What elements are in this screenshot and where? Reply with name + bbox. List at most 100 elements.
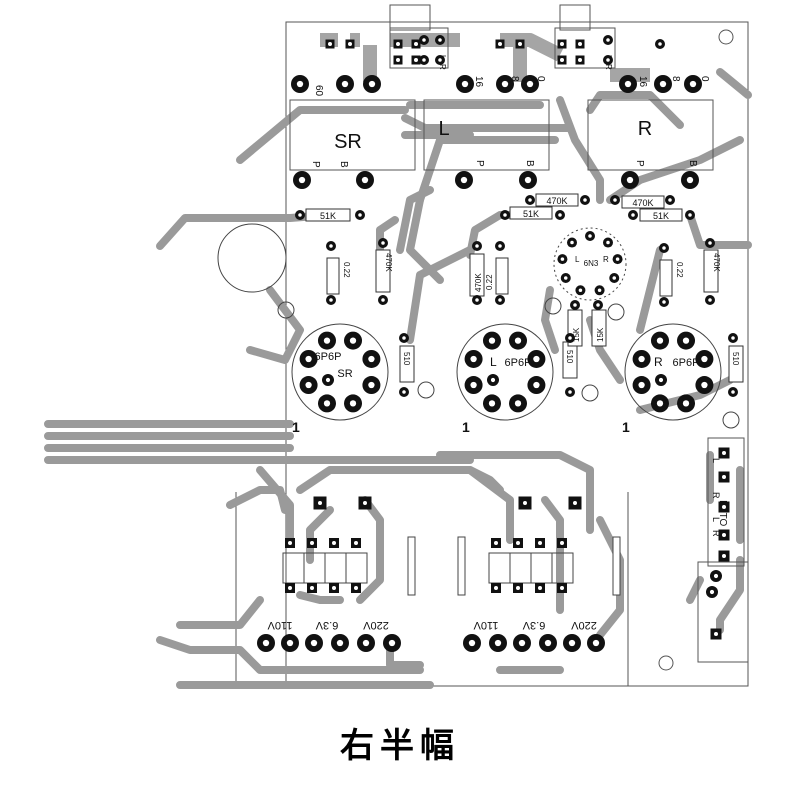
tube-inner-pad-hole bbox=[490, 377, 496, 383]
power-tube-l-pin1: 1 bbox=[462, 419, 470, 435]
power-tube-sr-label: 6P6P bbox=[315, 351, 342, 363]
tap-63v-right: 6.3V bbox=[522, 619, 545, 631]
res-470k-lv: 470K bbox=[474, 273, 483, 292]
transformer-tap-pad-hole bbox=[362, 639, 370, 647]
power-square-pad-hole bbox=[523, 501, 527, 505]
power-tube-sr-pin1: 1 bbox=[292, 419, 300, 435]
driver-tube-6n3: 6N3 L R bbox=[553, 227, 627, 301]
tap-110v-right: 110V bbox=[473, 619, 499, 631]
res-510-r: 510 bbox=[731, 352, 740, 366]
l-tap-16: 16 bbox=[473, 76, 484, 88]
power-taps-left: 110V 6.3V 220V bbox=[267, 619, 389, 631]
driver-pin-hole bbox=[578, 288, 583, 293]
capacitors bbox=[217, 223, 740, 429]
sr-tap-60: 60 bbox=[313, 85, 324, 97]
input-r-bottom: R bbox=[711, 530, 721, 537]
power-tube-l-tag: L bbox=[490, 355, 497, 369]
transformer-pad-hole bbox=[501, 80, 509, 88]
jack-round-pad-hole bbox=[606, 38, 610, 42]
input-r-top: R bbox=[711, 492, 721, 499]
rectifier-pad-hole bbox=[560, 541, 564, 545]
component-pad-hole bbox=[583, 198, 587, 202]
cap-022-sr: 0.22 bbox=[342, 262, 351, 278]
tube-pin-hole bbox=[349, 337, 357, 344]
jack-pad-hole bbox=[578, 58, 582, 62]
res-15k-a: 15K bbox=[572, 327, 581, 342]
tube-pin-hole bbox=[305, 381, 312, 389]
component-pad-hole bbox=[573, 303, 577, 307]
jack-pad-hole bbox=[578, 42, 582, 46]
component-pad-hole bbox=[329, 298, 333, 302]
tube-pin-hole bbox=[368, 355, 375, 363]
rectifier-pad-hole bbox=[494, 586, 498, 590]
copper-traces bbox=[44, 68, 752, 689]
transformer-pad-hole bbox=[296, 80, 304, 88]
l-pin-p: P bbox=[474, 160, 485, 167]
tube-pin-hole bbox=[323, 400, 331, 407]
tube-pin-hole bbox=[470, 381, 477, 389]
tube-pin-hole bbox=[533, 381, 540, 389]
cap-022-l: 0.22 bbox=[485, 274, 494, 290]
res-51k-r: 51K bbox=[653, 211, 669, 221]
rectifier-pad-hole bbox=[288, 541, 292, 545]
component-pad-hole bbox=[708, 241, 712, 245]
rectifier-pad-hole bbox=[354, 586, 358, 590]
jack-round-pad-hole bbox=[438, 58, 442, 62]
tap-63v-left: 6.3V bbox=[315, 619, 338, 631]
tube-pin-hole bbox=[701, 355, 708, 363]
rectifier-pad-hole bbox=[516, 541, 520, 545]
transformer-tap-pad-hole bbox=[388, 639, 396, 647]
component-pad-hole bbox=[498, 244, 502, 248]
jack-right-r: R bbox=[604, 64, 613, 70]
power-tube-sr-tag: SR bbox=[337, 368, 352, 380]
power-tube-r: R 6P6P 1 bbox=[622, 323, 722, 435]
power-tube-l-label: 6P6P bbox=[505, 357, 532, 369]
r-pin-b: B bbox=[687, 160, 698, 167]
tap-220v-left: 220V bbox=[362, 619, 388, 631]
tube-pin-hole bbox=[638, 381, 645, 389]
rectifier-blocks bbox=[282, 536, 621, 596]
jack-pad-hole bbox=[348, 42, 352, 46]
tube-pin-hole bbox=[349, 400, 357, 407]
component-pad-hole bbox=[668, 198, 672, 202]
component-pad-hole bbox=[596, 303, 600, 307]
jack-pad-hole bbox=[518, 42, 522, 46]
transformer-pad-hole bbox=[526, 80, 534, 88]
input-l-bottom: L bbox=[711, 517, 721, 522]
transformer-r: R 16 8 0 P B bbox=[587, 76, 714, 171]
res-470k-rv: 470K bbox=[712, 253, 721, 272]
transformer-tap-pad-hole bbox=[468, 639, 476, 647]
transformer-tap-pad-hole bbox=[494, 639, 502, 647]
driver-pin-hole bbox=[570, 240, 574, 245]
component-pad-hole bbox=[631, 213, 635, 217]
transformer-tap-pad-hole bbox=[336, 639, 344, 647]
transformer-tap-pad-hole bbox=[310, 639, 318, 647]
transformer-tap-pad-hole bbox=[568, 639, 576, 647]
power-square-pad-hole bbox=[363, 501, 367, 505]
jack-pad-hole bbox=[560, 58, 564, 62]
transformer-sr-label: SR bbox=[334, 131, 362, 153]
tube-pin-hole bbox=[323, 337, 331, 344]
transformer-pad-hole bbox=[341, 80, 349, 88]
res-470k-l: 470K bbox=[546, 196, 567, 206]
r-pin-p: P bbox=[634, 160, 645, 167]
sr-pin-p: P bbox=[310, 161, 321, 168]
tube-pin-hole bbox=[701, 381, 708, 389]
jack-pad-hole bbox=[560, 42, 564, 46]
rectifier-pad-hole bbox=[310, 541, 314, 545]
tube-pin-hole bbox=[656, 337, 664, 344]
power-taps-right: 110V 6.3V 220V bbox=[473, 619, 597, 631]
driver-tube-r: R bbox=[603, 255, 609, 264]
rectifier-pad-hole bbox=[332, 541, 336, 545]
input-pad-hole bbox=[722, 451, 726, 455]
transformer-pad-hole bbox=[626, 176, 634, 184]
res-51k-l: 51K bbox=[523, 209, 539, 219]
driver-pin-hole bbox=[588, 234, 592, 238]
jack-pad-hole bbox=[498, 42, 502, 46]
l-pin-b: B bbox=[524, 160, 535, 167]
res-470k-sr: 470K bbox=[384, 253, 393, 272]
component-pad-hole bbox=[381, 298, 385, 302]
transformer-pad-hole bbox=[368, 80, 376, 88]
component-pad-hole bbox=[298, 213, 302, 217]
transformer-pad-hole bbox=[659, 80, 667, 88]
